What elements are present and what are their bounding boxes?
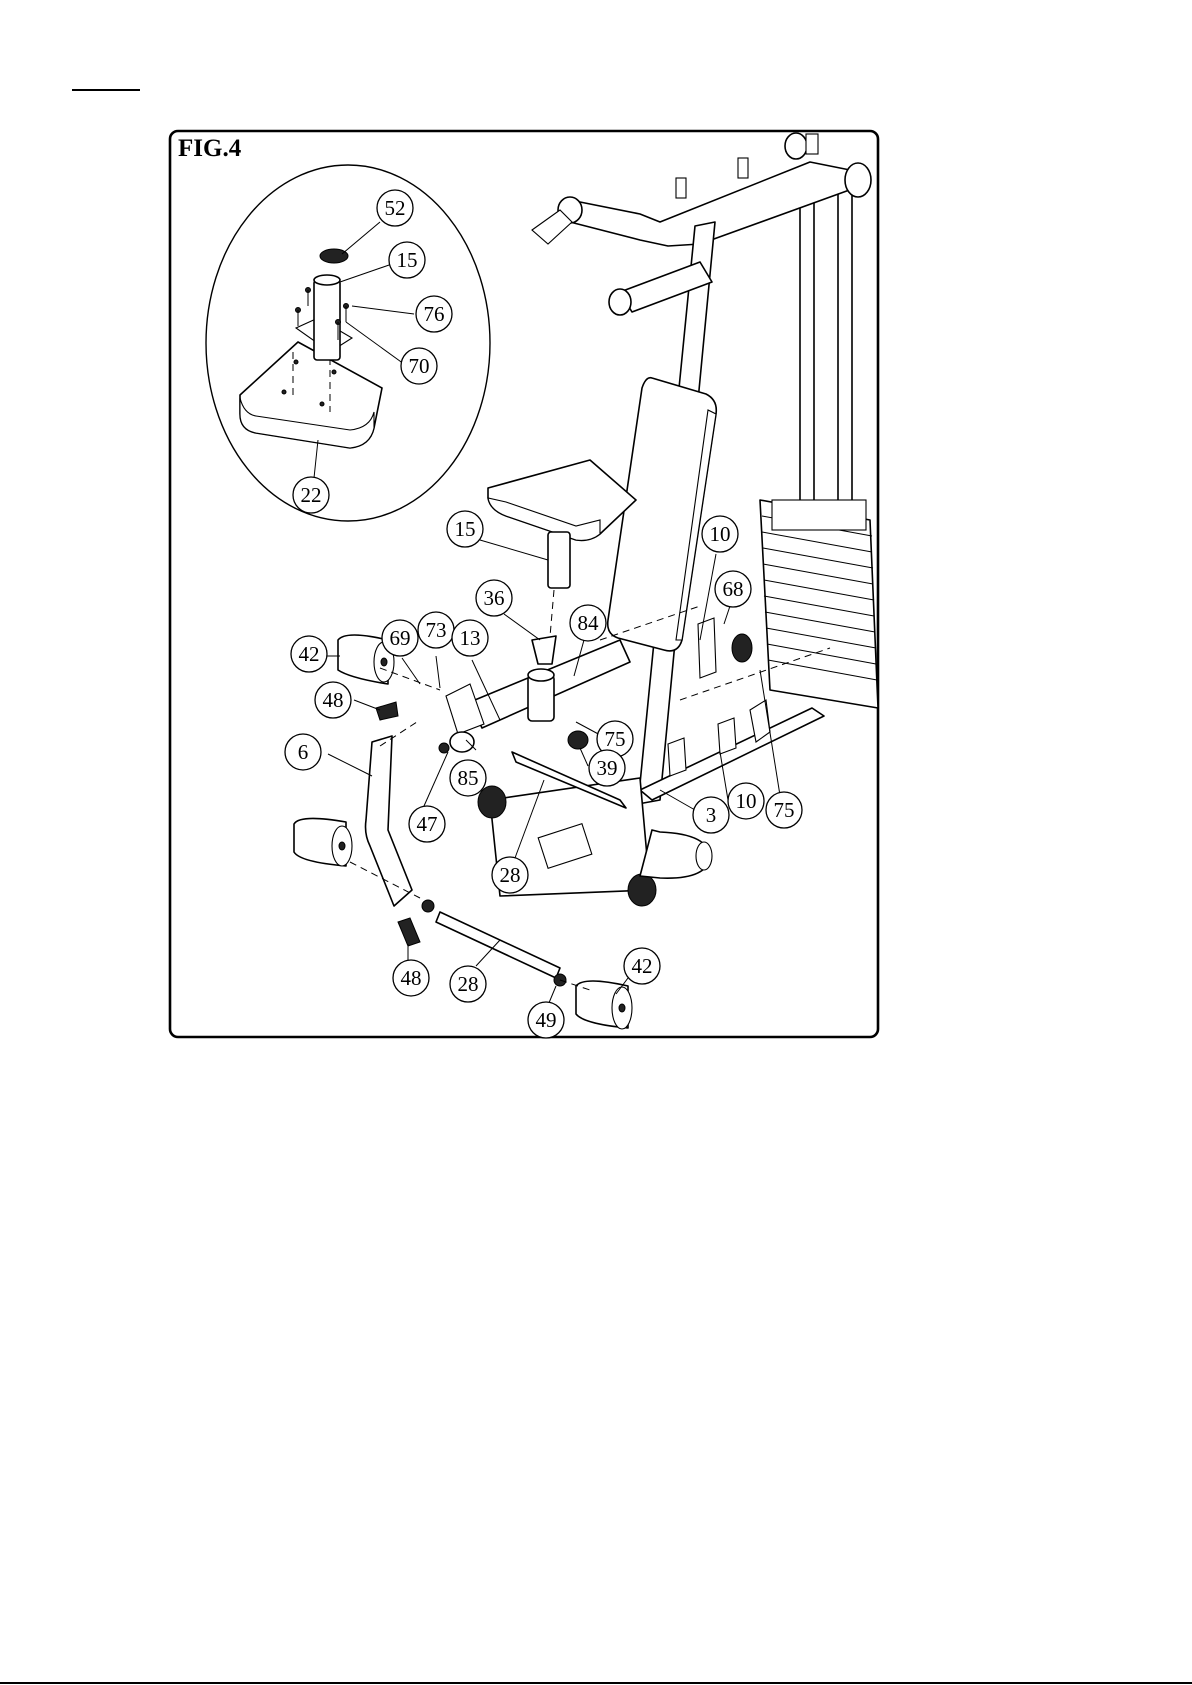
- tube-cap-left: [478, 786, 506, 818]
- svg-text:47: 47: [417, 812, 438, 836]
- svg-text:52: 52: [385, 196, 406, 220]
- svg-text:75: 75: [605, 727, 626, 751]
- callout-73: 73: [418, 612, 454, 648]
- washer-part: [450, 732, 474, 752]
- end-cap-part: [320, 249, 348, 263]
- callout-48-top: 48: [315, 682, 351, 718]
- top-plate: [772, 500, 866, 530]
- callout-85: 85: [450, 760, 486, 796]
- knob-part: [568, 731, 588, 749]
- tube-cap-right: [628, 874, 656, 906]
- svg-text:10: 10: [710, 522, 731, 546]
- top-boom: [570, 162, 866, 246]
- press-arm-end: [609, 289, 631, 315]
- bracket-plate-mid: [668, 738, 686, 776]
- callout-47: 47: [409, 806, 445, 842]
- svg-text:68: 68: [723, 577, 744, 601]
- guide-rod-left: [800, 170, 814, 510]
- pulley-bracket-2: [676, 178, 686, 198]
- svg-text:42: 42: [632, 954, 653, 978]
- svg-text:3: 3: [706, 803, 717, 827]
- svg-text:22: 22: [301, 483, 322, 507]
- pulley-bracket-1: [806, 134, 818, 154]
- svg-text:49: 49: [536, 1008, 557, 1032]
- seat-post: [548, 532, 570, 588]
- seat-post-top: [314, 275, 340, 285]
- callout-69: 69: [382, 620, 418, 656]
- svg-text:84: 84: [578, 611, 600, 635]
- tube-28-lower: [436, 912, 560, 978]
- detail-view: [206, 165, 490, 521]
- callout-68: 68: [715, 571, 751, 607]
- callout-15-detail: 15: [389, 242, 425, 278]
- svg-text:48: 48: [323, 688, 344, 712]
- pivot-bracket: [446, 684, 484, 734]
- svg-text:13: 13: [460, 626, 481, 650]
- end-plug-top: [376, 702, 398, 720]
- callout-10-top: 10: [702, 516, 738, 552]
- svg-text:85: 85: [458, 766, 479, 790]
- svg-text:28: 28: [500, 863, 521, 887]
- svg-text:75: 75: [774, 798, 795, 822]
- callout-labels: 52 15 76 70 22 15 10 68 36 84 42 69 73 1…: [285, 190, 802, 1038]
- callout-76: 76: [416, 296, 452, 332]
- callout-13: 13: [452, 620, 488, 656]
- callout-22: 22: [293, 477, 329, 513]
- svg-text:76: 76: [424, 302, 445, 326]
- lower-pulley: [732, 634, 752, 662]
- bracket-plate-bottom: [718, 718, 736, 754]
- weight-stack: [760, 500, 878, 708]
- callout-28-upper: 28: [492, 857, 528, 893]
- svg-text:15: 15: [455, 517, 476, 541]
- callout-3: 3: [693, 797, 729, 833]
- boom-pulley-left: [785, 133, 807, 159]
- callout-42-bottom: 42: [624, 948, 660, 984]
- svg-text:73: 73: [426, 618, 447, 642]
- callout-15: 15: [447, 511, 483, 547]
- callout-52: 52: [377, 190, 413, 226]
- svg-text:42: 42: [299, 642, 320, 666]
- svg-text:69: 69: [390, 626, 411, 650]
- svg-text:36: 36: [484, 586, 505, 610]
- callout-10-bottom: 10: [728, 783, 764, 819]
- callout-84: 84: [570, 605, 606, 641]
- callout-75-right: 75: [766, 792, 802, 828]
- callout-39: 39: [589, 750, 625, 786]
- pulley-bracket-3: [738, 158, 748, 178]
- detail-ellipse: [206, 165, 490, 521]
- bushing-part: [532, 636, 556, 664]
- callout-36: 36: [476, 580, 512, 616]
- guide-rod-right: [838, 170, 852, 515]
- bracket-plate-top: [698, 618, 716, 678]
- callout-6: 6: [285, 734, 321, 770]
- callout-49: 49: [528, 1002, 564, 1038]
- svg-text:15: 15: [397, 248, 418, 272]
- svg-text:6: 6: [298, 740, 309, 764]
- end-plug-bottom: [398, 918, 420, 946]
- svg-text:10: 10: [736, 789, 757, 813]
- figure-title: FIG.4: [178, 135, 242, 162]
- callout-48-bottom: 48: [393, 960, 429, 996]
- boom-end-cap: [845, 163, 871, 197]
- callout-42-left: 42: [291, 636, 327, 672]
- leg-lever-arm: [366, 736, 413, 906]
- svg-text:39: 39: [597, 756, 618, 780]
- svg-text:48: 48: [401, 966, 422, 990]
- footer-rule: [0, 1682, 1192, 1684]
- seat-socket: [528, 675, 554, 721]
- callout-70: 70: [401, 348, 437, 384]
- svg-text:70: 70: [409, 354, 430, 378]
- svg-text:28: 28: [458, 972, 479, 996]
- callout-28-lower: 28: [450, 966, 486, 1002]
